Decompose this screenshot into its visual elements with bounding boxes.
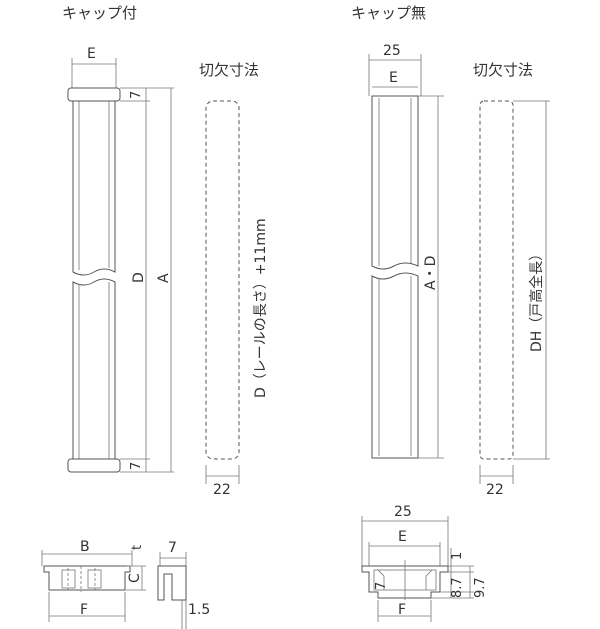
section-right-dim-1: 1 — [450, 552, 465, 560]
cutout-width-right: 22 — [486, 482, 504, 498]
section-right-dim-e: E — [398, 529, 407, 545]
title-without-cap: キャップ無 — [351, 4, 426, 22]
dim-25-label: 25 — [383, 43, 401, 59]
dim-e-right-label: E — [389, 70, 398, 86]
section-right-dim-7: 7 — [374, 582, 389, 590]
section-left-dim-t: t — [130, 545, 145, 550]
cutout-width-left: 22 — [213, 482, 231, 498]
section-right-dim-25: 25 — [394, 504, 412, 520]
bottom-cap — [67, 458, 121, 473]
section-left-dim-f: F — [80, 602, 88, 618]
dim-d-label: D — [131, 272, 147, 283]
cutout-title-left: 切欠寸法 — [199, 61, 259, 79]
section-right-dim-87: 8.7 — [450, 577, 465, 598]
section-without-cap: 25 E 7 1 8.7 9.7 F — [361, 504, 488, 622]
cutout-title-right: 切欠寸法 — [473, 61, 533, 79]
rail-with-cap-elevation: E 7 7 D A — [67, 46, 174, 473]
section-left-dim-15: 1.5 — [188, 602, 210, 618]
dim-ad-label: A・D — [423, 256, 439, 290]
title-with-cap: キャップ付 — [62, 4, 137, 22]
cutout-text-left: D（レールの長さ）+11mm — [253, 218, 269, 398]
dim-a-label: A — [156, 273, 172, 283]
dim-cap-top: 7 — [129, 91, 144, 99]
section-left-dim-c: C — [127, 573, 143, 583]
dim-cap-bottom: 7 — [129, 462, 144, 470]
cutout-without-cap: 切欠寸法 DH（戸高全長） 22 — [473, 61, 550, 498]
dim-e-label: E — [87, 46, 96, 62]
cutout-with-cap: 切欠寸法 D（レールの長さ）+11mm 22 — [199, 61, 269, 498]
cutout-text-right: DH（戸高全長） — [528, 247, 545, 352]
section-left-dim-b: B — [80, 539, 90, 555]
section-left-dim-7: 7 — [168, 540, 177, 556]
section-right-dim-f: F — [398, 602, 406, 618]
rail-without-cap-elevation: 25 E A・D — [368, 43, 444, 459]
section-with-cap: B t 7 C F 1.5 — [41, 539, 210, 629]
section-right-dim-97: 9.7 — [473, 577, 488, 598]
top-cap — [67, 87, 121, 102]
